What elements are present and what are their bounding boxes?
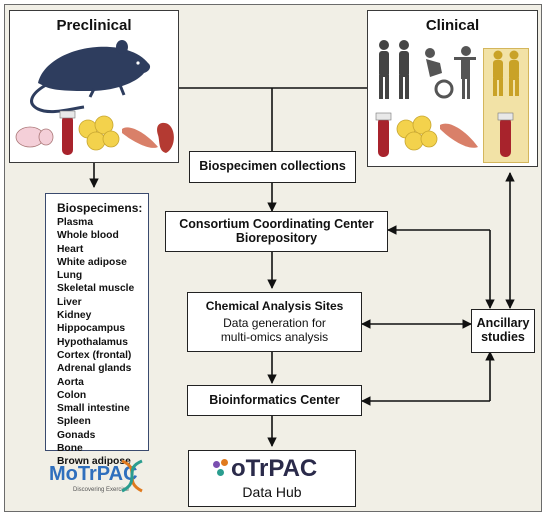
gold-human-figures-icon — [493, 50, 519, 96]
biospecimen-item: Small intestine — [57, 403, 130, 415]
blood-tube-icon — [375, 112, 514, 157]
biospecimen-item: Spleen — [57, 416, 91, 428]
motrpac-logo-text: MoTrPAC — [49, 463, 138, 485]
biospecimen-item: Brown adipose — [57, 456, 131, 468]
adipose-icon — [396, 115, 438, 151]
biospecimen-item: Plasma — [57, 217, 94, 228]
biospecimen-item: Bone — [57, 443, 83, 455]
ancillary-studies-box: Ancillary studies — [471, 309, 535, 353]
coordinating-center-box: Consortium Coordinating Center Bioreposi… — [165, 211, 388, 252]
exercise-icon — [425, 46, 476, 99]
motrpac-tagline: Discovering Exercise — [73, 487, 130, 493]
brain-icon — [15, 126, 54, 148]
blood-tube-icon — [59, 110, 76, 155]
clinical-title: Clinical — [425, 17, 480, 34]
connector-lines — [89, 87, 515, 447]
datahub-logo-text: oTrPAC — [231, 455, 318, 482]
preclinical-panel: Preclinical — [9, 10, 179, 163]
chemical-analysis-box: Chemical Analysis Sites Data generation … — [187, 292, 362, 352]
figure-frame: Preclinical — [4, 4, 542, 512]
coordinating-center-line2: Biorepository — [235, 231, 318, 245]
biospecimens-header: Biospecimens: — [57, 201, 143, 215]
biospecimen-item: Gonads — [57, 429, 96, 441]
biospecimen-item: Cortex (frontal) — [57, 349, 132, 361]
biospecimen-item: Aorta — [57, 376, 84, 388]
muscle-icon — [440, 123, 478, 148]
muscle-icon — [122, 127, 158, 148]
rat-illustration — [15, 40, 174, 155]
biospecimens-list-box — [45, 193, 149, 451]
motrpac-logo: MoTrPAC Discovering Exercise — [49, 457, 149, 497]
biospecimen-item: Lung — [57, 270, 83, 282]
preclinical-title: Preclinical — [56, 17, 132, 34]
kidney-icon — [157, 122, 174, 153]
adipose-icon — [78, 115, 120, 151]
biospecimen-item: Liver — [57, 296, 82, 308]
datahub-label: Data Hub — [242, 484, 302, 500]
biospecimen-item: Kidney — [57, 310, 92, 322]
biospecimen-item: Whole blood — [57, 230, 119, 242]
dna-helix-icon — [121, 459, 143, 493]
biospecimen-item: Colon — [57, 389, 87, 401]
biospecimen-item: Adrenal glands — [57, 363, 132, 375]
human-figures-icon — [379, 40, 409, 99]
biospecimen-collections-box: Biospecimen collections — [189, 151, 356, 183]
clinical-illustration — [375, 40, 519, 157]
biospecimen-item: Hypothalamus — [57, 336, 128, 348]
datahub-molecule-icon — [213, 459, 229, 481]
chemical-analysis-line2: multi-omics analysis — [220, 330, 329, 344]
bioinformatics-center-box: Bioinformatics Center — [187, 385, 362, 416]
chemical-analysis-line1: Data generation for — [223, 316, 326, 330]
datahub-box: oTrPAC Data Hub — [188, 450, 356, 507]
ancillary-line2: studies — [481, 330, 525, 344]
coordinating-center-line1: Consortium Coordinating Center — [179, 217, 374, 231]
ancillary-line1: Ancillary — [476, 316, 530, 330]
biospecimen-item: White adipose — [57, 256, 127, 268]
biospecimen-item: Heart — [57, 243, 84, 255]
biospecimen-item: Skeletal muscle — [57, 283, 135, 295]
biospecimen-item: Hippocampus — [57, 323, 126, 335]
clinical-panel: Clinical — [367, 10, 538, 167]
chemical-analysis-title: Chemical Analysis Sites — [205, 299, 344, 313]
